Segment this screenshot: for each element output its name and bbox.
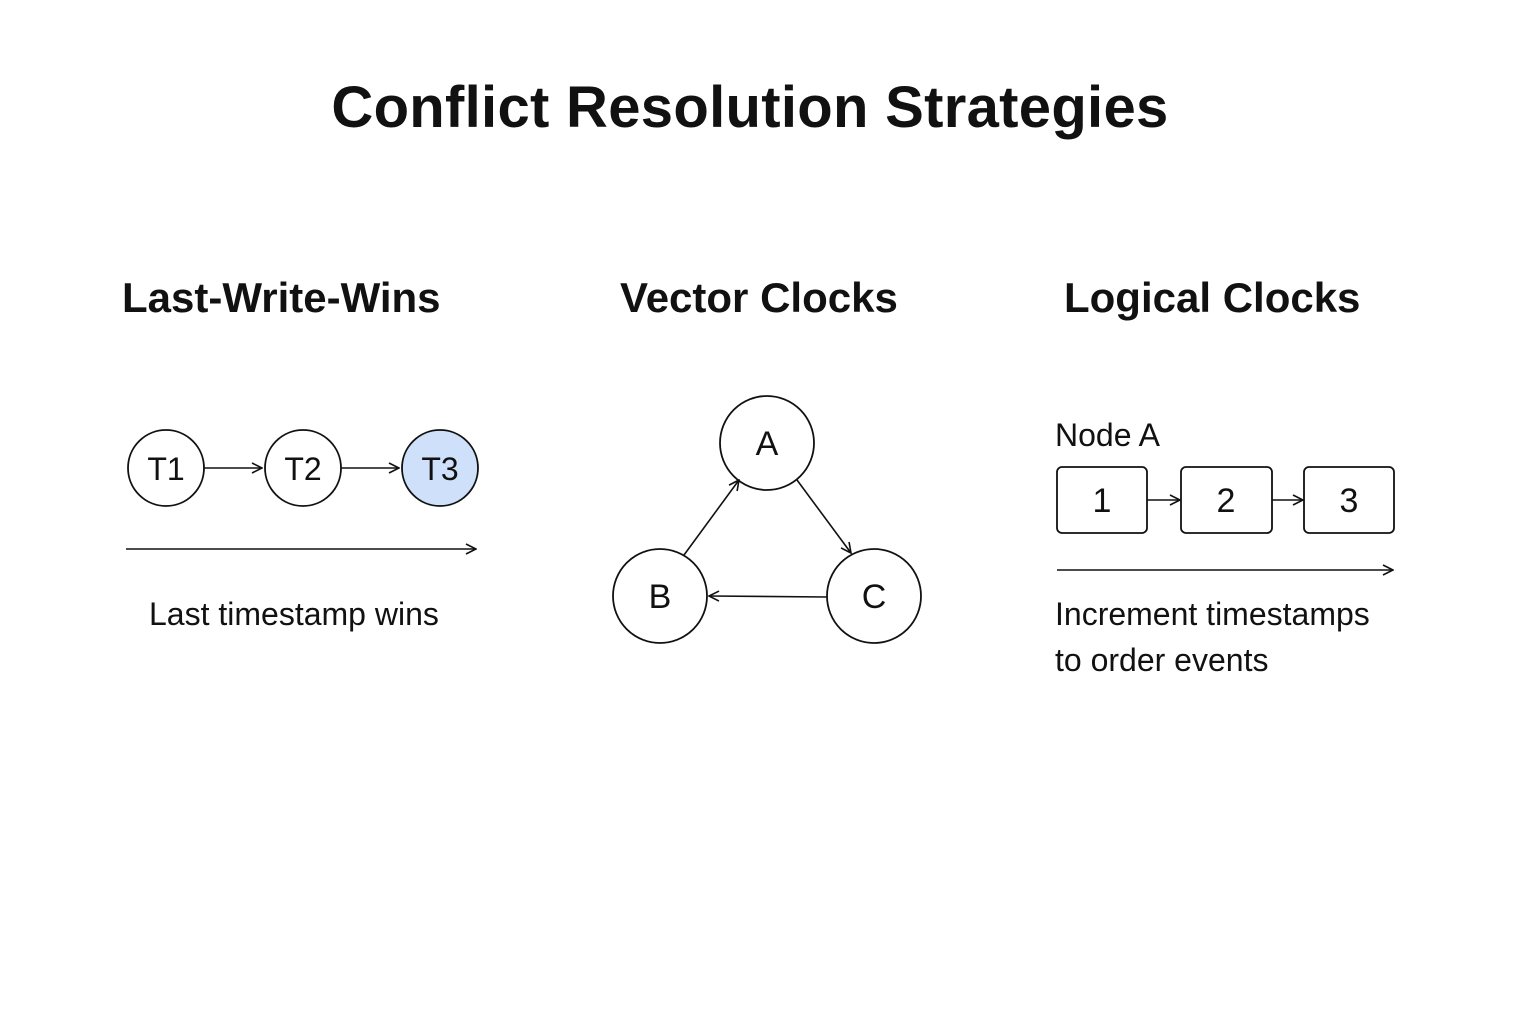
- vector-clocks-diagram: A B C: [612, 395, 922, 644]
- vc-node-b: [612, 548, 708, 644]
- vc-node-c-label: C: [862, 578, 887, 616]
- lww-node-t3-highlighted: [401, 429, 479, 507]
- vc-arrow-b-to-a: [683, 480, 739, 556]
- lww-node-t2-label: T2: [284, 451, 321, 487]
- lc-node-label: Node A: [1055, 417, 1161, 453]
- heading-logical-clocks: Logical Clocks: [1064, 274, 1361, 321]
- vc-node-c: [826, 548, 922, 644]
- lc-counter-2-label: 2: [1217, 482, 1236, 520]
- heading-vector-clocks: Vector Clocks: [620, 274, 898, 321]
- lc-caption-line-1: Increment timestamps: [1055, 596, 1370, 632]
- lc-counter-1-label: 1: [1093, 482, 1112, 520]
- lww-diagram: T1 T2 T3: [126, 429, 479, 549]
- vc-node-b-label: B: [649, 578, 672, 616]
- vc-node-a-label: A: [756, 425, 779, 463]
- lww-caption: Last timestamp wins: [149, 596, 439, 632]
- logical-clocks-diagram: Node A 1 2 3: [1055, 417, 1395, 570]
- lc-counter-box-3: [1303, 466, 1395, 534]
- page-title: Conflict Resolution Strategies: [331, 75, 1169, 140]
- lww-node-t3-label: T3: [421, 451, 458, 487]
- vc-arrow-c-to-b: [709, 596, 828, 597]
- lc-caption-line-2: to order events: [1055, 642, 1269, 678]
- lc-counter-3-label: 3: [1340, 482, 1359, 520]
- heading-last-write-wins: Last-Write-Wins: [122, 274, 441, 321]
- vc-arrow-a-to-c: [796, 479, 851, 553]
- lww-node-t1-label: T1: [147, 451, 184, 487]
- vc-node-a: [719, 395, 815, 491]
